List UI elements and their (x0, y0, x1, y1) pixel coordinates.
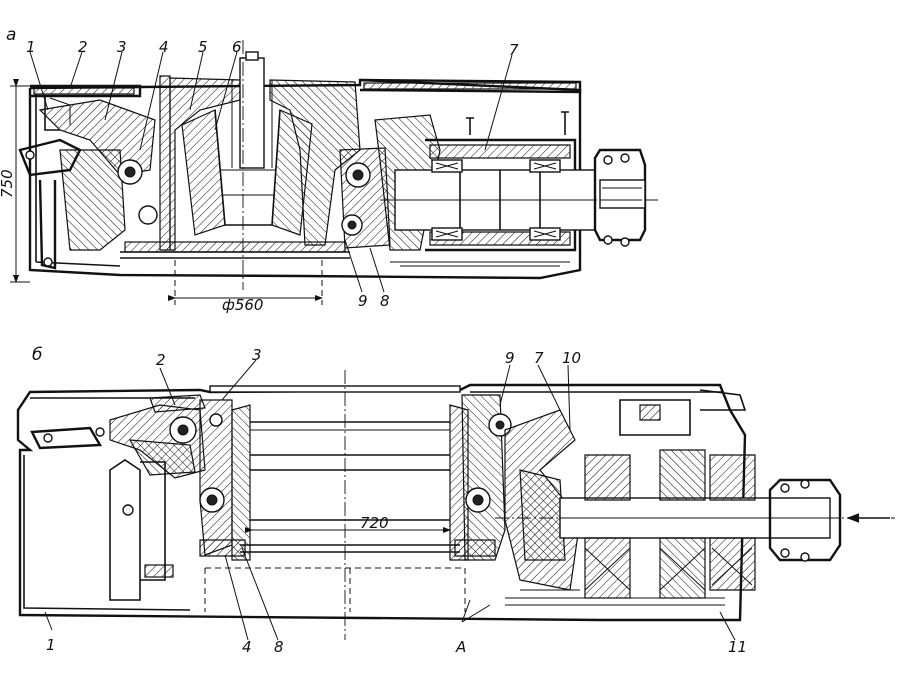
view-a-label-7: 7 (509, 41, 519, 59)
view-b-drawing (16, 359, 895, 641)
view-b-label-2: 2 (156, 351, 166, 369)
view-a-label-9: 9 (358, 292, 368, 310)
view-b-width-dimension: 720 (360, 514, 389, 532)
view-b-label-8: 8 (274, 638, 284, 656)
view-b-section-label: б (32, 345, 42, 365)
view-a-label-4: 4 (159, 38, 169, 56)
view-a-diameter-dimension: ф560 (222, 296, 263, 314)
view-b-label-10: 10 (562, 349, 581, 367)
view-a-label-1: 1 (26, 38, 36, 56)
view-a-section-label: а (6, 25, 16, 45)
view-b-label-1: 1 (46, 636, 56, 654)
view-a-label-3: 3 (117, 38, 127, 56)
view-a-drawing (10, 40, 660, 305)
view-b-label-4: 4 (242, 638, 252, 656)
view-a-label-2: 2 (78, 38, 88, 56)
view-b-label-7: 7 (534, 349, 544, 367)
view-a-label-8: 8 (380, 292, 390, 310)
view-a-height-dimension: 750 (0, 169, 16, 198)
view-b-label-3: 3 (252, 346, 262, 364)
view-b-label-9: 9 (505, 349, 515, 367)
view-a-label-5: 5 (198, 38, 208, 56)
view-b-label-11: 11 (728, 638, 747, 656)
view-b-label-a: A (455, 638, 466, 656)
view-a-label-6: 6 (232, 38, 242, 56)
